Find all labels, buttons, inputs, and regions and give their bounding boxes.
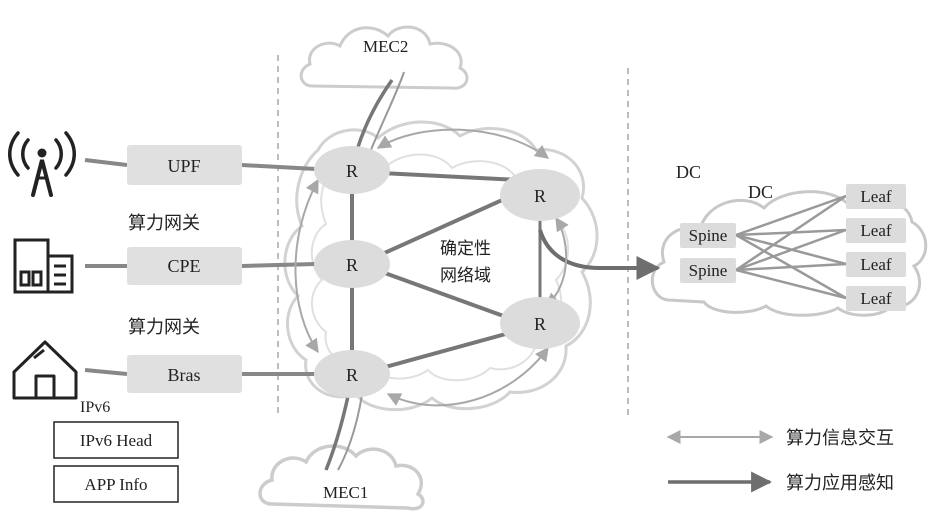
- mec2-label: MEC2: [363, 37, 408, 56]
- spine-2: Spine: [680, 258, 736, 283]
- mec2-cloud: [299, 25, 469, 90]
- gateway-label-top: 算力网关: [128, 213, 200, 234]
- svg-text:UPF: UPF: [167, 156, 200, 176]
- svg-text:算力应用感知: 算力应用感知: [786, 473, 894, 494]
- gateway-label-bottom: 算力网关: [128, 317, 200, 338]
- spine-leaf-links: [735, 194, 847, 300]
- ipv6-label: IPv6: [80, 399, 110, 416]
- mec1-label: MEC1: [323, 483, 368, 502]
- svg-text:R: R: [346, 161, 358, 181]
- link-antenna-upf: [84, 158, 128, 167]
- router-r5: R: [500, 297, 580, 349]
- router-r2: R: [314, 240, 390, 288]
- app-arrow-dc: [538, 229, 661, 280]
- info-exchange-arrows: [294, 128, 569, 407]
- svg-text:R: R: [346, 365, 358, 385]
- link-cpe-r2: [241, 262, 317, 268]
- router-r4: R: [500, 169, 580, 221]
- leaf-4: Leaf: [846, 286, 906, 311]
- svg-text:Leaf: Leaf: [860, 289, 891, 308]
- upf-box: UPF: [127, 145, 242, 185]
- link-house-bras: [84, 368, 128, 376]
- svg-text:Leaf: Leaf: [860, 187, 891, 206]
- svg-text:R: R: [534, 186, 546, 206]
- link-upf-r1: [241, 163, 317, 171]
- svg-text:Leaf: Leaf: [860, 221, 891, 240]
- cpe-box: CPE: [127, 247, 242, 285]
- leaf-2: Leaf: [846, 218, 906, 243]
- bras-box: Bras: [127, 355, 242, 393]
- ipv6-head-box: IPv6 Head: [53, 421, 179, 459]
- svg-text:Spine: Spine: [689, 226, 728, 245]
- house-icon: [12, 340, 78, 400]
- domain-label-line2: 网络域: [440, 266, 491, 286]
- svg-text:Bras: Bras: [168, 365, 201, 385]
- spine-1: Spine: [680, 223, 736, 248]
- app-info-box: APP Info: [53, 465, 179, 503]
- svg-text:CPE: CPE: [167, 256, 200, 276]
- router-r1: R: [314, 146, 390, 194]
- domain-label-line1: 确定性: [440, 239, 491, 259]
- svg-text:R: R: [346, 255, 358, 275]
- svg-text:算力信息交互: 算力信息交互: [786, 428, 894, 449]
- leaf-1: Leaf: [846, 184, 906, 209]
- dc-inner-label: DC: [748, 182, 773, 202]
- svg-text:IPv6 Head: IPv6 Head: [80, 431, 153, 450]
- svg-text:Leaf: Leaf: [860, 255, 891, 274]
- svg-text:Spine: Spine: [689, 261, 728, 280]
- svg-text:APP Info: APP Info: [84, 475, 147, 494]
- legend-info-exchange: 算力信息交互: [666, 428, 894, 449]
- mec1-cloud: [258, 444, 425, 511]
- leaf-3: Leaf: [846, 252, 906, 277]
- legend-app-aware: 算力应用感知: [668, 471, 894, 494]
- building-icon: [13, 238, 74, 294]
- dc-outer-label: DC: [676, 162, 701, 182]
- antenna-icon: [8, 131, 76, 197]
- router-r3: R: [314, 350, 390, 398]
- svg-text:R: R: [534, 314, 546, 334]
